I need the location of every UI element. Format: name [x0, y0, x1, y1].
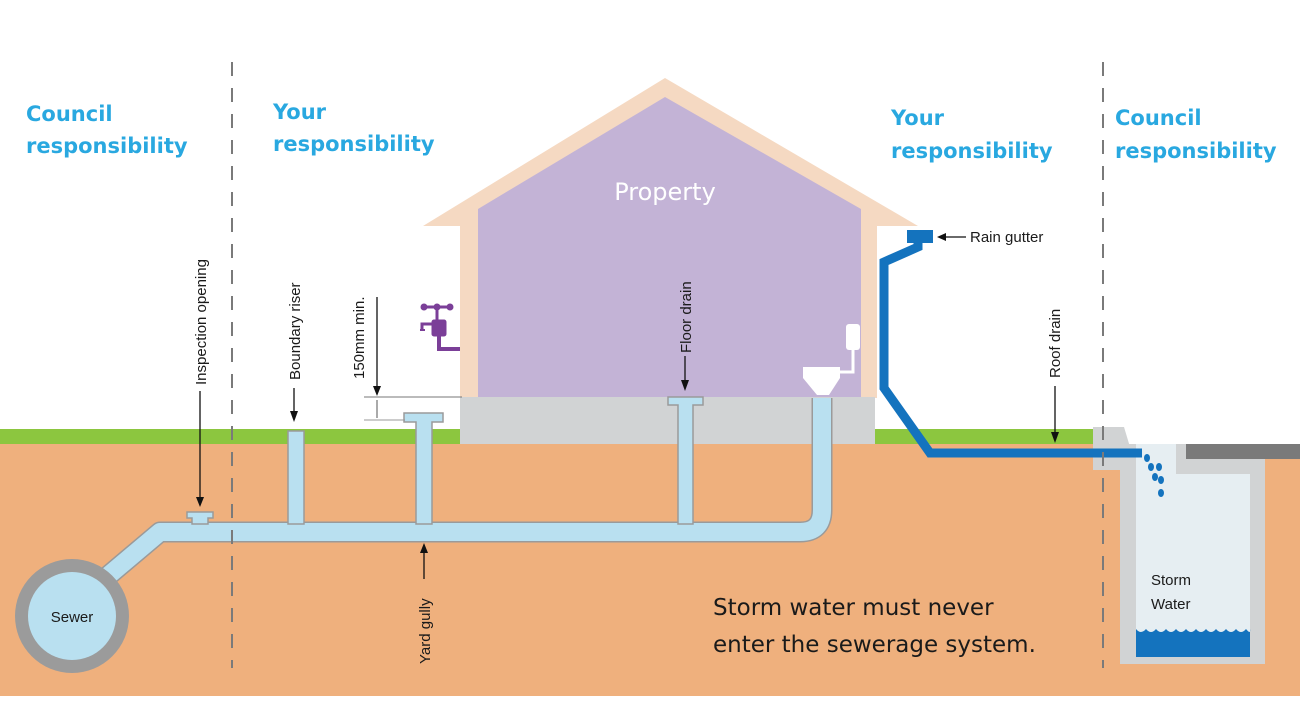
- boundary-riser-pipe: [287, 430, 305, 525]
- zone-heading-your-right-2: responsibility: [891, 139, 1053, 163]
- storm-water-label-2: Water: [1151, 596, 1190, 613]
- rain-gutter-label: Rain gutter: [970, 229, 1043, 246]
- zone-heading-council-right-1: Council: [1115, 106, 1202, 130]
- zone-heading-your-right-1: Your: [890, 106, 945, 130]
- inspection-opening-pipe: [186, 511, 214, 525]
- callout-boundary-riser: Boundary riser: [287, 282, 304, 422]
- zone-heading-council-left-1: Council: [26, 102, 113, 126]
- min-height-label: 150mm min.: [351, 296, 368, 379]
- storm-water-level: [1136, 629, 1251, 657]
- sewer: [28, 572, 116, 660]
- inspection-opening-label: Inspection opening: [193, 259, 210, 385]
- callout-rain-gutter: Rain gutter: [937, 229, 1043, 246]
- soil: [0, 444, 1300, 696]
- callout-yard-gully: Yard gully: [417, 543, 434, 664]
- toilet-icon: [803, 324, 860, 395]
- house: Property: [423, 78, 918, 444]
- grass-right: [875, 429, 1093, 444]
- house-interior: [478, 97, 861, 398]
- callout-roof-drain: Roof drain: [1047, 309, 1064, 443]
- zone-heading-council-left-2: responsibility: [26, 134, 188, 158]
- zone-heading-council-right-2: responsibility: [1115, 139, 1277, 163]
- sewer-pipe-network: Sewer: [15, 396, 833, 673]
- warning-text-line-1: Storm water must never: [713, 595, 994, 621]
- zone-heading-your-left-2: responsibility: [273, 132, 435, 156]
- floor-drain-label: Floor drain: [678, 281, 695, 353]
- roof-drain-label: Roof drain: [1047, 309, 1064, 378]
- zone-heading-your-left-1: Your: [272, 100, 327, 124]
- storm-water-label-1: Storm: [1151, 572, 1191, 589]
- yard-gully-pipe: [403, 412, 444, 525]
- warning-text-line-2: enter the sewerage system.: [713, 632, 1036, 658]
- callout-min-height: 150mm min.: [351, 296, 462, 421]
- property-label: Property: [614, 178, 716, 206]
- yard-gully-label: Yard gully: [417, 598, 434, 664]
- callout-floor-drain: Floor drain: [678, 281, 695, 391]
- water-drops: [1144, 454, 1164, 497]
- callout-inspection-opening: Inspection opening: [193, 259, 210, 507]
- sewer-label: Sewer: [51, 609, 94, 626]
- tap-icon: [420, 303, 460, 351]
- rain-gutter: [907, 230, 933, 243]
- roof-drain-pipe: [879, 230, 1164, 497]
- floor-drain-pipe: [667, 396, 704, 525]
- boundary-riser-label: Boundary riser: [287, 282, 304, 380]
